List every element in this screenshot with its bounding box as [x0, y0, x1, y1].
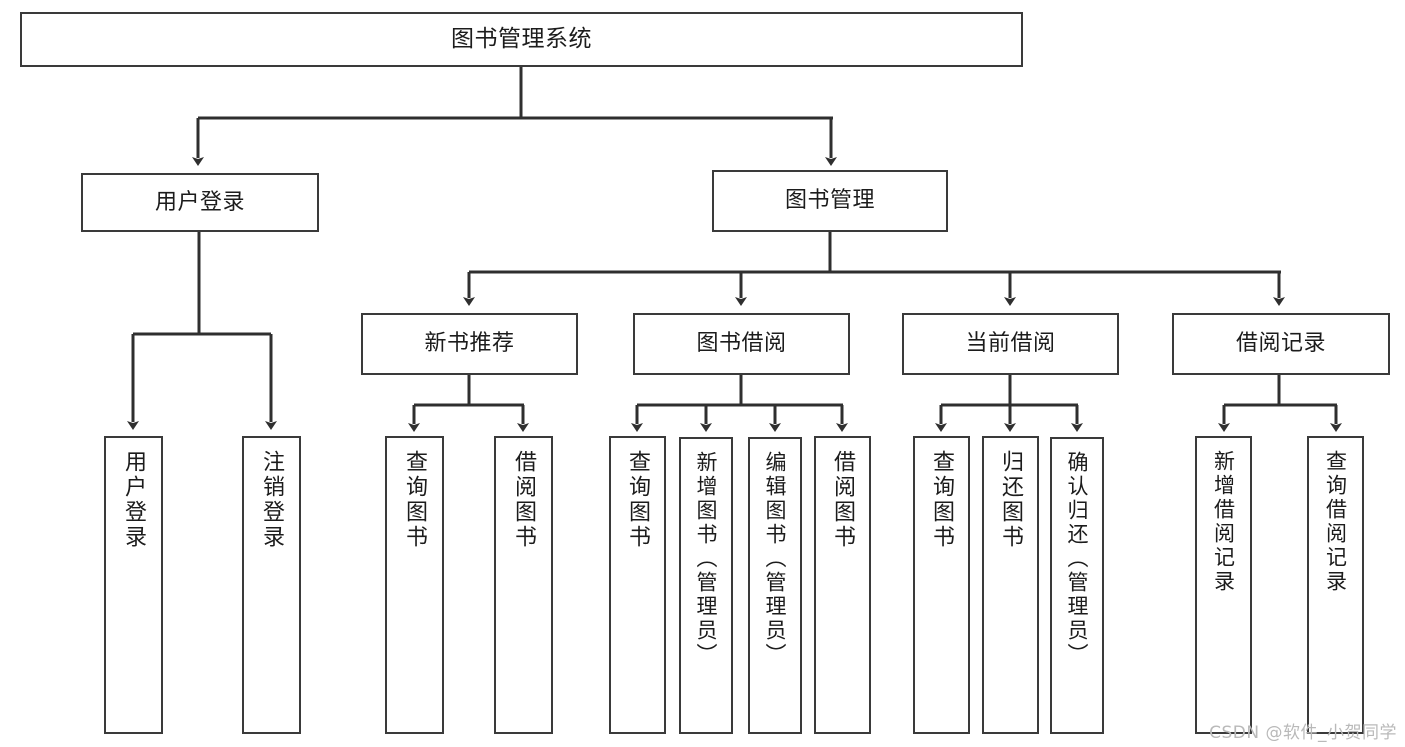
node-leaf-confirm-return-admin[interactable]: 确认归还（管理员） — [1050, 437, 1104, 734]
node-leaf-edit-book-admin[interactable]: 编辑图书（管理员） — [748, 437, 802, 734]
node-label: 注销登录 — [259, 450, 285, 550]
node-label: 新增借阅记录 — [1211, 450, 1236, 594]
node-leaf-user-login[interactable]: 用户登录 — [104, 436, 163, 734]
node-leaf-return-book[interactable]: 归还图书 — [982, 436, 1039, 734]
node-label: 用户登录 — [154, 189, 245, 215]
node-label: 借阅记录 — [1235, 331, 1326, 357]
node-book-borrow[interactable]: 图书借阅 — [633, 313, 850, 375]
node-label: 图书借阅 — [696, 331, 787, 357]
node-label: 借阅图书 — [511, 450, 537, 550]
node-current-borrow[interactable]: 当前借阅 — [902, 313, 1119, 375]
node-leaf-logout-login[interactable]: 注销登录 — [242, 436, 301, 734]
node-label: 借阅图书 — [830, 450, 856, 550]
node-label: 归还图书 — [998, 450, 1024, 550]
node-label: 用户登录 — [121, 450, 147, 550]
node-label: 确认归还（管理员） — [1065, 451, 1090, 667]
node-label: 图书管理 — [784, 188, 875, 214]
node-label: 查询图书 — [402, 450, 428, 550]
node-leaf-query-book-recommend[interactable]: 查询图书 — [385, 436, 444, 734]
node-new-book-recommend[interactable]: 新书推荐 — [361, 313, 578, 375]
node-label: 图书管理系统 — [451, 25, 592, 52]
node-label: 新增图书（管理员） — [694, 451, 719, 667]
node-label: 查询图书 — [625, 450, 651, 550]
csdn-watermark: CSDN @软件_小贺同学 — [1209, 723, 1397, 743]
node-book-management[interactable]: 图书管理 — [712, 170, 948, 232]
node-label: 编辑图书（管理员） — [763, 451, 788, 667]
node-label: 查询图书 — [929, 450, 955, 550]
node-leaf-borrow-book[interactable]: 借阅图书 — [814, 436, 871, 734]
node-borrow-records[interactable]: 借阅记录 — [1172, 313, 1390, 375]
node-leaf-query-borrow-record[interactable]: 查询借阅记录 — [1307, 436, 1364, 734]
node-leaf-borrow-book-recommend[interactable]: 借阅图书 — [494, 436, 553, 734]
node-user-login[interactable]: 用户登录 — [81, 173, 319, 232]
node-leaf-add-book-admin[interactable]: 新增图书（管理员） — [679, 437, 733, 734]
node-label: 新书推荐 — [424, 331, 515, 357]
node-leaf-query-book-borrow[interactable]: 查询图书 — [609, 436, 666, 734]
node-leaf-add-borrow-record[interactable]: 新增借阅记录 — [1195, 436, 1252, 734]
node-label: 查询借阅记录 — [1323, 450, 1348, 594]
node-root-book-management-system[interactable]: 图书管理系统 — [20, 12, 1023, 67]
node-leaf-query-book-current[interactable]: 查询图书 — [913, 436, 970, 734]
node-label: 当前借阅 — [965, 331, 1056, 357]
